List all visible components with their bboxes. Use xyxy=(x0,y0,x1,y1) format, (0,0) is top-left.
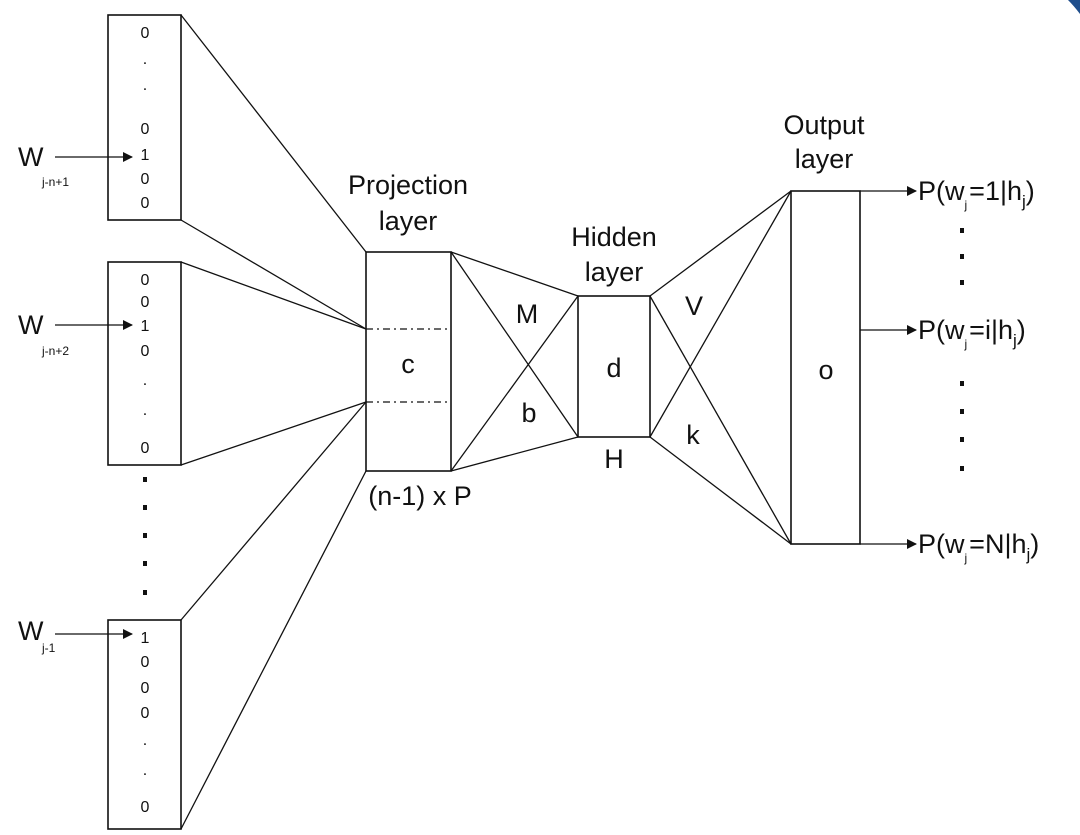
input-3-entry-4: . xyxy=(143,732,147,749)
projection-layer: Projection layer c (n-1) x P xyxy=(348,170,472,511)
input-3-entry-5: . xyxy=(143,762,147,779)
hidden-output-links: V k xyxy=(649,190,792,545)
input-label-1: W j-n+1 xyxy=(18,142,69,189)
input-1-entry-0: 0 xyxy=(141,25,150,42)
input-label-2: W j-n+2 xyxy=(18,310,69,358)
input-label-3: W j-1 xyxy=(18,616,56,655)
input-2-entry-6: 0 xyxy=(141,440,150,457)
hidden-inner-label: d xyxy=(606,353,621,383)
output-ellipsis-lower xyxy=(960,381,964,471)
output-3-text: P(wj=N|hj) xyxy=(918,529,1039,565)
link xyxy=(649,190,792,438)
bias-b-label: b xyxy=(521,398,536,428)
ellipsis-dot xyxy=(143,590,147,595)
link xyxy=(180,470,367,830)
link xyxy=(180,261,367,330)
input-2-entry-0: 0 xyxy=(141,272,150,289)
ellipsis-dot xyxy=(960,409,964,414)
input-1-subscript: j-n+1 xyxy=(41,175,69,189)
input-2-entry-3: 0 xyxy=(141,343,150,360)
input-vector-3: 1 0 0 0 . . 0 xyxy=(107,619,182,830)
ellipsis-dot xyxy=(143,477,147,482)
ellipsis-dot xyxy=(960,466,964,471)
output-1-text: P(wj=1|hj) xyxy=(918,176,1035,212)
input-3-entry-6: 0 xyxy=(141,799,150,816)
link xyxy=(450,295,579,472)
input-2-entry-1: 0 xyxy=(141,294,150,311)
link xyxy=(180,219,367,330)
input-vector-2-box xyxy=(107,261,182,466)
link xyxy=(180,14,367,253)
input-3-entry-3: 0 xyxy=(141,705,150,722)
input-2-entry-2: 1 xyxy=(141,318,150,335)
ellipsis-dot xyxy=(960,254,964,259)
input-3-entry-2: 0 xyxy=(141,680,150,697)
output-label-3: P(wj=N|hj) xyxy=(918,529,1039,565)
input-vector-1-box xyxy=(107,14,182,221)
output-inner-label: o xyxy=(818,355,833,385)
hidden-layer-title-1: Hidden xyxy=(571,222,657,252)
weight-v-label: V xyxy=(685,291,703,321)
hidden-layer-box xyxy=(577,295,651,438)
ellipsis-dot xyxy=(960,381,964,386)
ellipsis-dot xyxy=(143,533,147,538)
input-1-entry-6: 0 xyxy=(141,195,150,212)
input-3-entry-1: 0 xyxy=(141,654,150,671)
link xyxy=(450,436,579,472)
output-label-1: P(wj=1|hj) xyxy=(918,176,1035,212)
input-1-entry-4: 1 xyxy=(141,147,150,164)
input-1-entry-2: . xyxy=(143,77,147,94)
input-2-word: W xyxy=(18,310,44,340)
input-2-entry-5: . xyxy=(143,402,147,419)
ellipsis-dot xyxy=(960,228,964,233)
bias-k-label: k xyxy=(686,420,700,450)
hidden-layer-title-2: layer xyxy=(585,257,644,287)
input-1-entry-1: . xyxy=(143,51,147,68)
output-layer-title-2: layer xyxy=(795,144,854,174)
input-vector-2: 0 0 1 0 . . 0 xyxy=(107,261,182,466)
output-layer-title-1: Output xyxy=(783,110,865,140)
link xyxy=(649,295,792,545)
input-1-entry-3: 0 xyxy=(141,121,150,138)
ellipsis-dot xyxy=(960,280,964,285)
output-label-2: P(wj=i|hj) xyxy=(918,315,1026,351)
input-3-entry-0: 1 xyxy=(141,630,150,647)
output-2-text: P(wj=i|hj) xyxy=(918,315,1026,351)
projection-layer-title-2: layer xyxy=(379,206,438,236)
ellipsis-dot xyxy=(960,437,964,442)
hidden-layer: Hidden layer d H xyxy=(571,222,657,474)
hidden-bias-label: H xyxy=(604,444,624,474)
link xyxy=(450,251,579,297)
link xyxy=(649,190,792,297)
output-layer: Output layer o xyxy=(783,110,865,545)
ellipsis-dot xyxy=(143,505,147,510)
input-vector-1: 0 . . 0 1 0 0 xyxy=(107,14,182,221)
input-vector-3-box xyxy=(107,619,182,830)
link xyxy=(180,401,367,621)
projection-size-label: (n-1) x P xyxy=(368,481,472,511)
input-1-word: W xyxy=(18,142,44,172)
input-3-subscript: j-1 xyxy=(41,641,56,655)
input-3-word: W xyxy=(18,616,44,646)
corner-artifact xyxy=(1068,0,1080,14)
projection-inner-label: c xyxy=(401,349,415,379)
input-2-entry-4: . xyxy=(143,372,147,389)
input-1-entry-5: 0 xyxy=(141,171,150,188)
input-projection-links xyxy=(180,14,367,830)
ellipsis-dot xyxy=(143,561,147,566)
weight-m-label: M xyxy=(516,299,539,329)
link xyxy=(450,251,579,438)
projection-layer-box xyxy=(365,251,452,472)
link xyxy=(649,436,792,545)
input-2-subscript: j-n+2 xyxy=(41,344,69,358)
link xyxy=(180,401,367,466)
output-ellipsis-upper xyxy=(960,228,964,285)
projection-layer-title-1: Projection xyxy=(348,170,468,200)
projection-hidden-links: M b xyxy=(450,251,579,472)
input-ellipsis xyxy=(143,477,147,595)
output-layer-box xyxy=(790,190,861,545)
